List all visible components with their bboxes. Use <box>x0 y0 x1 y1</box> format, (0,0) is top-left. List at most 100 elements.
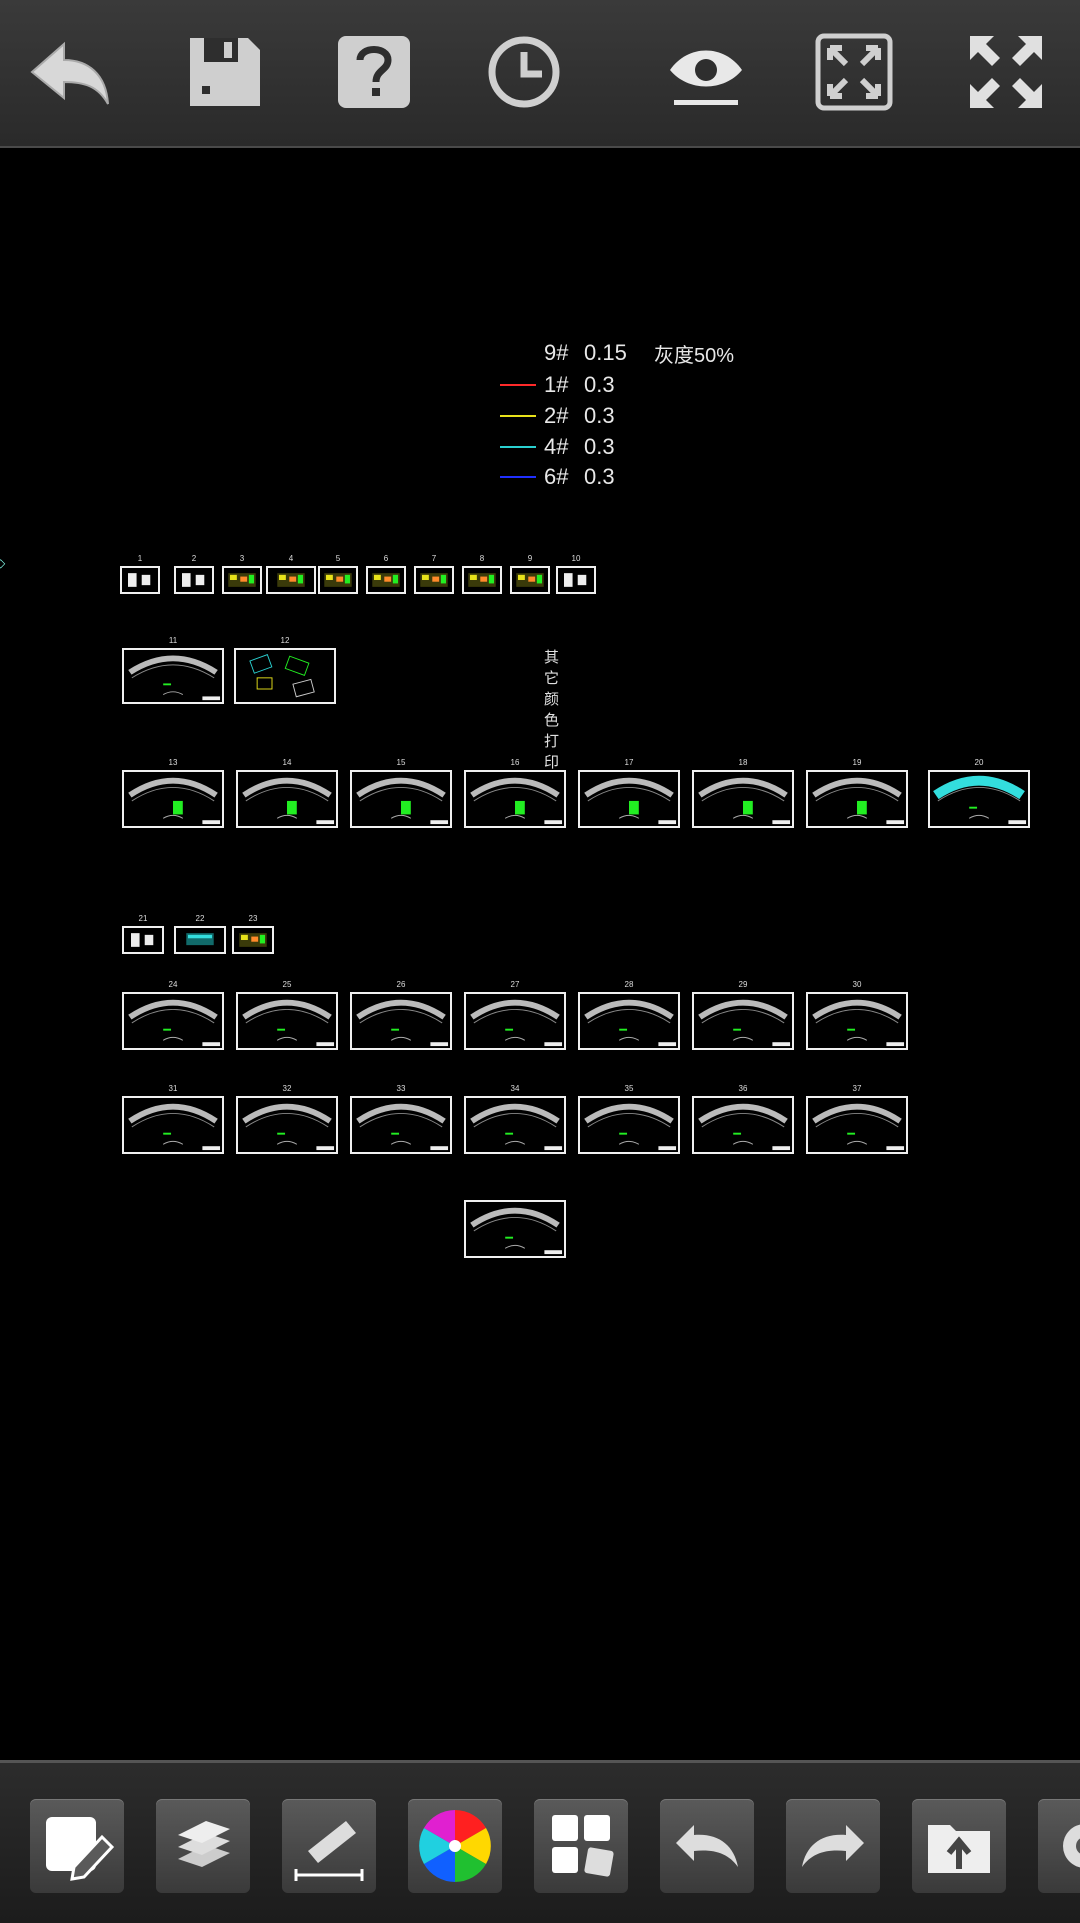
legend-row: 6# 0.3 <box>500 462 740 492</box>
sheet-number: 14 <box>282 758 292 767</box>
drawing-sheet[interactable]: 18 <box>692 758 794 828</box>
drawing-sheet[interactable]: 25 <box>236 980 338 1050</box>
drawing-sheet[interactable]: 15 <box>350 758 452 828</box>
drawing-sheet[interactable]: 32 <box>236 1084 338 1154</box>
drawing-sheet[interactable]: 34 <box>464 1084 566 1154</box>
drawing-sheet[interactable]: 14 <box>236 758 338 828</box>
legend-line <box>500 415 536 417</box>
layers-button[interactable] <box>156 1799 250 1893</box>
sheet-number: 7 <box>431 554 437 563</box>
drawing-sheet[interactable]: 19 <box>806 758 908 828</box>
export-folder-icon <box>928 1825 990 1873</box>
legend-row: 1# 0.3 <box>500 370 740 400</box>
edit-pencil-icon <box>46 1817 115 1881</box>
layouts-button[interactable] <box>534 1799 628 1893</box>
drawing-sheet[interactable]: 13 <box>122 758 224 828</box>
drawing-sheet[interactable]: 17 <box>578 758 680 828</box>
drawing-sheet[interactable]: 16 <box>464 758 566 828</box>
sheet-number: 17 <box>624 758 634 767</box>
sheet-number: 23 <box>248 914 258 923</box>
drawing-sheet[interactable]: 2 <box>174 554 214 594</box>
measure-button[interactable] <box>282 1799 376 1893</box>
origin-marker-icon: ◇ <box>0 556 6 570</box>
fit-screen-icon <box>815 33 893 111</box>
drawing-sheet[interactable]: 30 <box>806 980 908 1050</box>
undo-button[interactable] <box>660 1799 754 1893</box>
fit-screen-button[interactable] <box>812 30 896 114</box>
sheet-number: 8 <box>479 554 485 563</box>
sheet-number: 9 <box>527 554 533 563</box>
sheet-number: 5 <box>335 554 341 563</box>
settings-button[interactable] <box>1038 1799 1080 1893</box>
legend-row: 9# 0.15 灰度50% <box>500 338 740 368</box>
sheet-number: 18 <box>738 758 748 767</box>
color-button[interactable] <box>408 1799 502 1893</box>
sheet-number: 29 <box>738 980 748 989</box>
drawing-sheet[interactable]: 7 <box>414 554 454 594</box>
legend-row: 4# 0.3 <box>500 432 740 462</box>
drawing-sheet[interactable]: 20 <box>928 758 1030 828</box>
drawing-sheet[interactable]: 10 <box>556 554 596 594</box>
drawing-sheet[interactable]: 4 <box>266 554 316 594</box>
sheet-number: 20 <box>974 758 984 767</box>
sheet-number: 36 <box>738 1084 748 1093</box>
drawing-sheet[interactable]: 28 <box>578 980 680 1050</box>
drawing-sheet[interactable]: 1 <box>120 554 160 594</box>
drawing-sheet[interactable]: 26 <box>350 980 452 1050</box>
save-button[interactable] <box>182 30 266 114</box>
fullscreen-arrows-icon <box>970 36 1042 108</box>
sheet-number: 6 <box>383 554 389 563</box>
fullscreen-button[interactable] <box>964 30 1048 114</box>
help-button[interactable] <box>332 30 416 114</box>
back-button[interactable] <box>28 30 112 114</box>
drawing-sheet[interactable]: 31 <box>122 1084 224 1154</box>
drawing-sheet[interactable]: 6 <box>366 554 406 594</box>
question-mark-icon <box>338 36 410 108</box>
sheet-number: 25 <box>282 980 292 989</box>
drawing-sheet[interactable]: 11 <box>122 636 224 704</box>
legend-note: 灰度50% <box>654 344 735 367</box>
legend-line <box>500 476 536 478</box>
drawing-sheet[interactable]: 5 <box>318 554 358 594</box>
drawing-sheet[interactable]: 8 <box>462 554 502 594</box>
sheet-number: 27 <box>510 980 520 989</box>
edit-button[interactable] <box>30 1799 124 1893</box>
layouts-grid-icon <box>552 1815 614 1877</box>
drawing-sheet[interactable]: 33 <box>350 1084 452 1154</box>
drawing-sheet[interactable]: 37 <box>806 1084 908 1154</box>
export-button[interactable] <box>912 1799 1006 1893</box>
view-button[interactable] <box>664 30 748 114</box>
sheet-number: 33 <box>396 1084 406 1093</box>
sheet-number: 12 <box>280 636 290 645</box>
bottom-toolbar <box>0 1760 1080 1923</box>
drawing-sheet[interactable]: 21 <box>122 914 164 954</box>
drawing-sheet[interactable] <box>464 1200 566 1258</box>
legend-pen-width: 0.3 <box>584 403 615 428</box>
sheet-number: 35 <box>624 1084 634 1093</box>
drawing-canvas[interactable]: ◇ 9# 0.15 灰度50% 1# 0.3 2# 0.3 4# 0.3 6# … <box>0 148 1080 1760</box>
color-wheel-icon <box>419 1810 491 1882</box>
drawing-sheet[interactable]: 22 <box>174 914 226 954</box>
drawing-sheet[interactable]: 29 <box>692 980 794 1050</box>
ruler-measure-icon <box>294 1821 364 1881</box>
history-button[interactable] <box>482 30 566 114</box>
drawing-sheet[interactable]: 3 <box>222 554 262 594</box>
legend-pen-width: 0.3 <box>584 464 615 489</box>
sheet-number: 1 <box>137 554 143 563</box>
sheet-number: 19 <box>852 758 862 767</box>
legend-line <box>500 384 536 386</box>
sheet-number: 28 <box>624 980 634 989</box>
sheet-number: 37 <box>852 1084 862 1093</box>
drawing-sheet[interactable]: 27 <box>464 980 566 1050</box>
drawing-sheet[interactable]: 35 <box>578 1084 680 1154</box>
drawing-sheet[interactable]: 12 <box>234 636 336 704</box>
sheet-number: 26 <box>396 980 406 989</box>
sheet-number: 16 <box>510 758 520 767</box>
drawing-sheet[interactable]: 24 <box>122 980 224 1050</box>
drawing-sheet[interactable]: 9 <box>510 554 550 594</box>
drawing-sheet[interactable]: 23 <box>232 914 274 954</box>
settings-gear-icon <box>1063 1824 1080 1868</box>
drawing-sheet[interactable]: 36 <box>692 1084 794 1154</box>
redo-button[interactable] <box>786 1799 880 1893</box>
sheet-number: 13 <box>168 758 178 767</box>
